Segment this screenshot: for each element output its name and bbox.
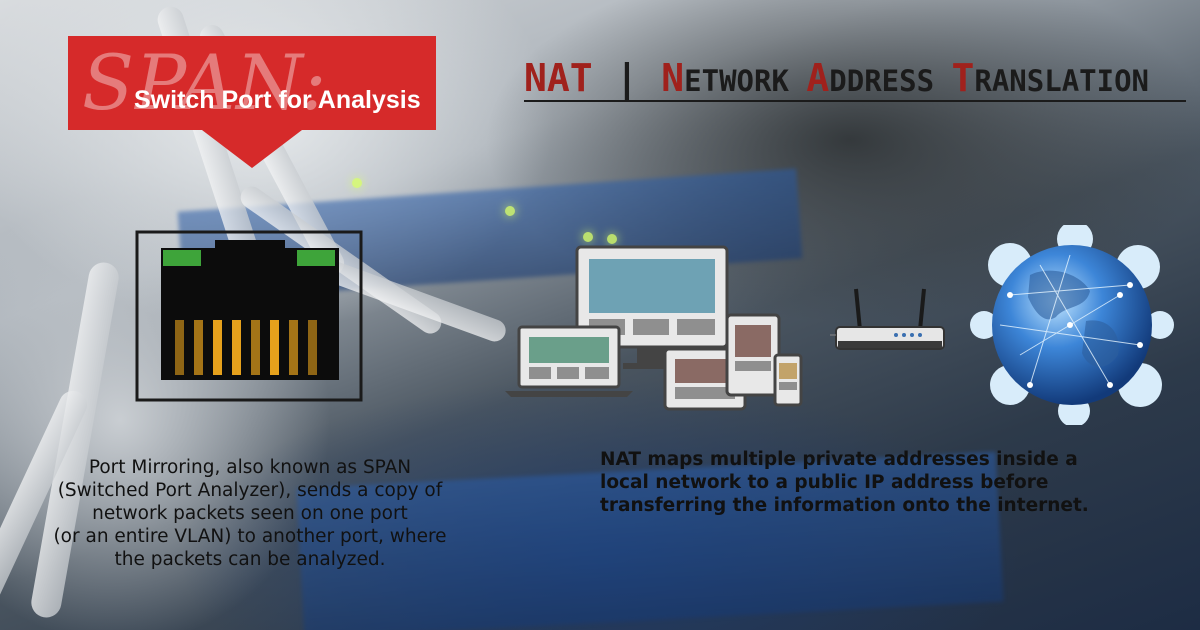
span-caption-line: (or an entire VLAN) to another port, whe… <box>53 526 447 547</box>
nat-title-n-letter: N <box>661 56 685 100</box>
background-led <box>352 178 362 188</box>
span-banner-shape <box>68 36 436 168</box>
nat-title-underline <box>524 100 1186 102</box>
span-caption-line: the packets can be analyzed. <box>114 549 386 570</box>
span-caption: Port Mirroring, also known as SPAN (Swit… <box>20 456 480 571</box>
nat-title-ranslation: RANSLATION <box>974 64 1149 98</box>
nat-title-a-letter: A <box>806 56 830 100</box>
nat-title-ddress: DDRESS <box>829 64 952 98</box>
globe-icon <box>970 225 1174 425</box>
span-banner-big-text: SPAN: <box>82 38 328 127</box>
nat-caption-line: transferring the information onto the in… <box>600 495 1089 516</box>
span-banner: SPAN: Switch Port for Analysis <box>68 36 436 168</box>
background-led <box>505 206 515 216</box>
nat-title-t-letter: T <box>951 56 975 100</box>
span-caption-line: Port Mirroring, also known as SPAN <box>88 457 412 478</box>
background-led <box>607 234 617 244</box>
nat-caption-line: NAT maps multiple private addresses insi… <box>600 449 1078 470</box>
nat-title: NAT | NETWORK ADDRESS TRANSLATION <box>524 56 1188 102</box>
span-caption-line: (Switched Port Analyzer), sends a copy o… <box>57 480 443 501</box>
nat-title-etwork: ETWORK <box>684 64 807 98</box>
nat-caption: NAT maps multiple private addresses insi… <box>600 448 1089 517</box>
nat-title-acronym: NAT <box>524 56 593 100</box>
devices-icon <box>505 245 803 411</box>
span-banner-subtitle: Switch Port for Analysis <box>134 86 421 114</box>
router-icon <box>830 288 945 350</box>
nat-title-separator: | <box>592 56 662 100</box>
span-caption-line: network packets seen on one port <box>92 503 408 524</box>
nat-caption-line: local network to a public IP address bef… <box>600 472 1049 493</box>
ethernet-port-icon <box>135 230 363 402</box>
background-led <box>583 232 593 242</box>
